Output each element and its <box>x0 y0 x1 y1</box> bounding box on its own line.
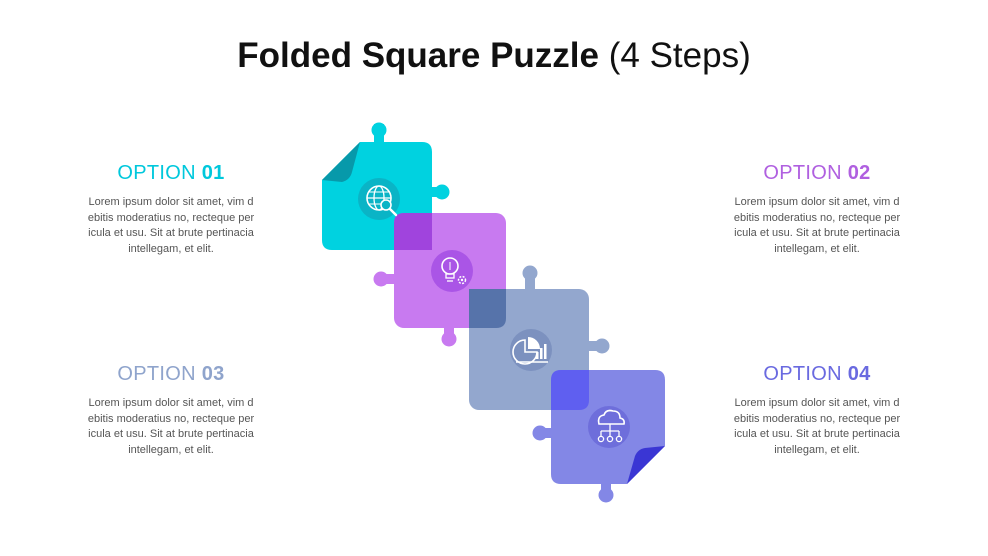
option-04-text: Lorem ipsum dolor sit amet, vim d ebitis… <box>722 396 912 458</box>
piece-1-tab-right <box>434 184 450 200</box>
option-01-label: OPTION <box>117 162 196 184</box>
option-01-block: OPTION 01 Lorem ipsum dolor sit amet, vi… <box>76 162 266 257</box>
option-01-line: icula et usu. Sit at brute pertinacia <box>88 227 254 239</box>
option-04-label: OPTION <box>763 363 842 385</box>
piece-3-overlap <box>469 289 506 328</box>
piece-2-tab-stem <box>382 274 396 284</box>
option-04-line: Lorem ipsum dolor sit amet, vim d <box>734 397 900 409</box>
title-steps: (4 Steps) <box>608 36 751 75</box>
option-02-line: ebitis moderatius no, recteque per <box>733 211 901 224</box>
piece-4-overlap <box>551 370 589 410</box>
option-02-heading: OPTION 02 <box>722 162 912 185</box>
option-01-number: 01 <box>201 162 225 184</box>
piece-4-tab-stem <box>542 428 556 438</box>
piece-2-overlap <box>394 213 432 250</box>
piece-2-tab-left <box>373 271 389 287</box>
option-03-text: Lorem ipsum dolor sit amet, vim d ebitis… <box>76 396 266 458</box>
piece-1-fold <box>322 142 360 182</box>
piece-3-tab-right <box>594 338 610 354</box>
option-03-heading: OPTION 03 <box>76 363 266 386</box>
option-02-text: Lorem ipsum dolor sit amet, vim d ebitis… <box>722 195 912 257</box>
piece-1-tab-top <box>371 122 387 138</box>
globe-search-icon <box>358 178 400 220</box>
lightbulb-gear-icon <box>431 250 473 292</box>
option-03-label: OPTION <box>117 363 196 385</box>
piece-4-tab-bottom <box>598 487 614 503</box>
option-03-block: OPTION 03 Lorem ipsum dolor sit amet, vi… <box>76 363 266 458</box>
option-03-line: ebitis moderatius no, recteque per <box>87 412 255 425</box>
option-04-line: intellegam, et elit. <box>774 443 860 456</box>
option-01-line: intellegam, et elit. <box>128 242 214 255</box>
option-04-block: OPTION 04 Lorem ipsum dolor sit amet, vi… <box>722 363 912 458</box>
cloud-network-icon <box>588 406 630 448</box>
option-01-heading: OPTION 01 <box>76 162 266 185</box>
option-04-line: icula et usu. Sit at brute pertinacia <box>734 428 900 440</box>
piece-4-fold <box>627 446 665 484</box>
option-02-block: OPTION 02 Lorem ipsum dolor sit amet, vi… <box>722 162 912 257</box>
option-02-line: intellegam, et elit. <box>774 242 860 255</box>
title-main: Folded Square Puzzle <box>237 36 599 75</box>
option-01-line: Lorem ipsum dolor sit amet, vim d <box>88 196 254 208</box>
pie-bar-chart-icon <box>510 329 552 371</box>
option-03-line: Lorem ipsum dolor sit amet, vim d <box>88 397 254 409</box>
option-03-line: intellegam, et elit. <box>128 443 214 456</box>
page-title: Folded Square Puzzle (4 Steps) <box>0 36 988 76</box>
option-04-heading: OPTION 04 <box>722 363 912 386</box>
option-01-line: ebitis moderatius no, recteque per <box>87 211 255 224</box>
option-02-number: 02 <box>847 162 871 184</box>
option-02-line: Lorem ipsum dolor sit amet, vim d <box>734 196 900 208</box>
piece-2-tab-stem <box>444 324 454 338</box>
piece-3-tab-top <box>522 265 538 281</box>
piece-4-tab-left <box>532 425 548 441</box>
piece-3-tab-stem <box>586 341 600 351</box>
option-03-number: 03 <box>201 363 225 385</box>
option-03-line: icula et usu. Sit at brute pertinacia <box>88 428 254 440</box>
option-02-line: icula et usu. Sit at brute pertinacia <box>734 227 900 239</box>
option-02-label: OPTION <box>763 162 842 184</box>
option-04-number: 04 <box>847 363 871 385</box>
piece-3-tab-stem <box>525 273 535 293</box>
option-04-line: ebitis moderatius no, recteque per <box>733 412 901 425</box>
piece-2-tab-bottom <box>441 331 457 347</box>
option-01-text: Lorem ipsum dolor sit amet, vim d ebitis… <box>76 195 266 257</box>
